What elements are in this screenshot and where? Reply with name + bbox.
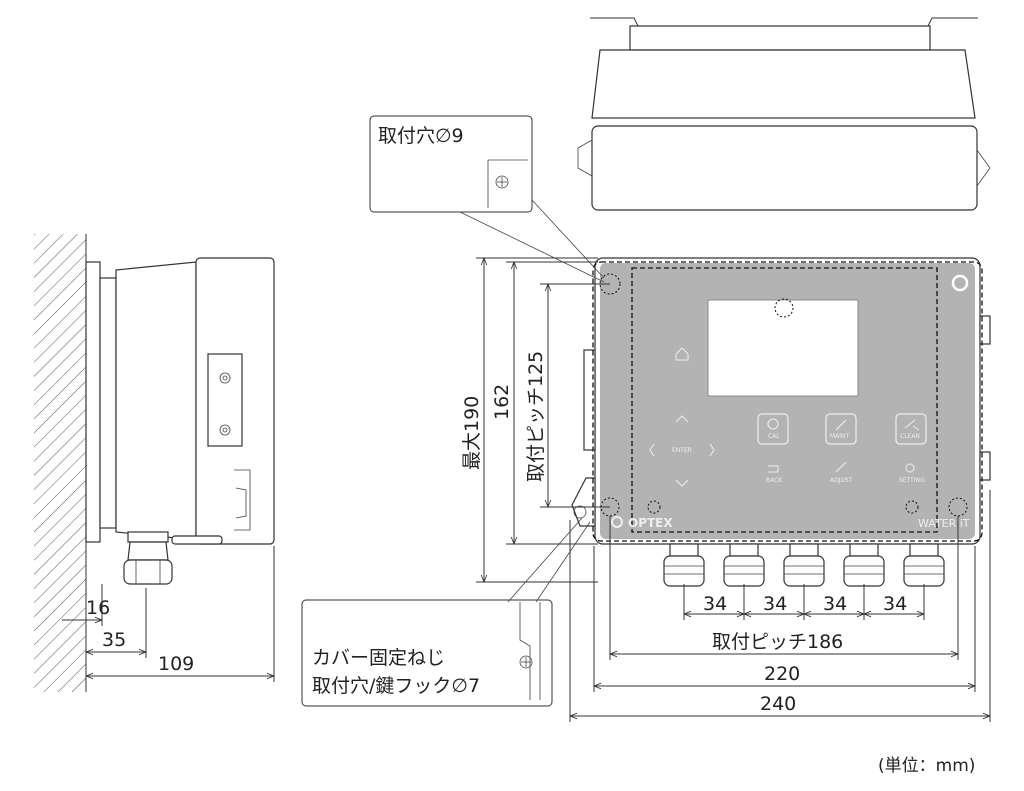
display-screen bbox=[707, 299, 859, 397]
cover-screw-label-2: 取付穴/鍵フック∅7 bbox=[312, 675, 480, 697]
maint-label: MAINT bbox=[830, 433, 850, 440]
gland-nut bbox=[127, 531, 169, 543]
side-latch bbox=[207, 353, 243, 447]
adjust-icon bbox=[835, 461, 847, 473]
gland-2 bbox=[723, 543, 765, 587]
dim-162-label: 162 bbox=[491, 384, 513, 420]
mount-hole-br bbox=[948, 497, 968, 517]
wall-hatch bbox=[34, 234, 86, 692]
vertical-dimensions: 最大190 162 取付ピッチ125 bbox=[461, 258, 610, 582]
clean-label: CLEAN bbox=[900, 433, 920, 440]
side-view: 16 35 109 bbox=[34, 234, 274, 692]
down-arrow-icon bbox=[675, 479, 689, 487]
dim-max190-label: 最大190 bbox=[461, 396, 483, 470]
mount-hole-label: 取付穴∅9 bbox=[378, 125, 464, 147]
brand-logo-icon bbox=[611, 516, 623, 528]
dim-16-label: 16 bbox=[86, 597, 110, 619]
dim-34-4: 34 bbox=[883, 593, 907, 615]
brand-name: OPTEX bbox=[628, 516, 673, 530]
unit-label: (単位：mm) bbox=[878, 756, 975, 776]
horizontal-dimensions: 34 34 34 34 取付ピッチ186 220 240 bbox=[570, 490, 990, 722]
dashed-outline-outer bbox=[592, 261, 983, 542]
wall-plate bbox=[85, 261, 101, 543]
dim-pitch125-label: 取付ピッチ125 bbox=[525, 351, 547, 482]
gland-3 bbox=[783, 543, 825, 587]
top-bracket bbox=[629, 25, 931, 51]
front-panel bbox=[600, 263, 975, 539]
setting-icon bbox=[905, 463, 915, 473]
cal-icon bbox=[767, 418, 779, 430]
screw-center-top bbox=[774, 298, 794, 318]
bracket bbox=[99, 277, 117, 529]
setting-label: SETTING bbox=[899, 477, 925, 484]
cal-label: CAL bbox=[768, 433, 780, 440]
dim-220-label: 220 bbox=[764, 663, 800, 685]
up-arrow-icon bbox=[675, 415, 689, 423]
wrench-icon bbox=[835, 419, 847, 431]
side-cover bbox=[115, 261, 197, 541]
enter-button-label: ENTER bbox=[672, 447, 692, 454]
model-name: WATER iT bbox=[918, 517, 970, 530]
dim-35-label: 35 bbox=[102, 629, 126, 651]
back-label: BACK bbox=[766, 477, 783, 484]
gland-body bbox=[123, 559, 173, 585]
dashed-outline-inner bbox=[631, 267, 938, 533]
dim-240-label: 240 bbox=[760, 693, 796, 715]
mount-hole-callout: 取付穴∅9 bbox=[369, 115, 605, 283]
right-arrow-icon bbox=[709, 443, 715, 457]
front-view: ENTER CAL MAINT CLEAN BACK ADJUST SETTIN… bbox=[571, 257, 991, 587]
top-housing bbox=[591, 125, 978, 211]
cal-button[interactable] bbox=[757, 413, 789, 445]
adjust-label: ADJUST bbox=[830, 477, 853, 484]
gland-1 bbox=[663, 543, 705, 587]
dim-pitch186-label: 取付ピッチ186 bbox=[712, 631, 843, 653]
cover-screw-label-1: カバー固定ねじ bbox=[312, 647, 445, 669]
mount-hole-tl bbox=[599, 273, 621, 295]
gland-4 bbox=[843, 543, 885, 587]
top-cover bbox=[591, 49, 976, 119]
gland-5 bbox=[903, 543, 945, 587]
clean-button[interactable] bbox=[895, 413, 927, 445]
back-icon bbox=[768, 465, 779, 473]
left-arrow-icon bbox=[649, 443, 655, 457]
cover-screw-callout: カバー固定ねじ 取付穴/鍵フック∅7 bbox=[301, 517, 591, 707]
dim-34-3: 34 bbox=[823, 593, 847, 615]
dim-34-1: 34 bbox=[703, 593, 727, 615]
home-icon bbox=[675, 347, 689, 361]
dim-34-2: 34 bbox=[763, 593, 787, 615]
top-view bbox=[577, 17, 991, 211]
maint-button[interactable] bbox=[825, 413, 857, 445]
clean-icon bbox=[904, 419, 920, 431]
dim-109-label: 109 bbox=[158, 653, 194, 675]
cable-glands bbox=[663, 543, 945, 587]
